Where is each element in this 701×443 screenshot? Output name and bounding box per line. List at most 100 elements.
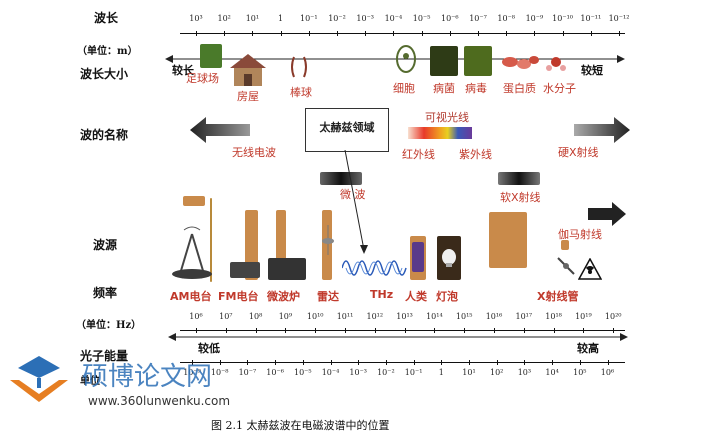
protein-image	[502, 56, 539, 69]
radar-label: 雷达	[317, 290, 339, 303]
frequency-tick-label: 10¹⁶	[485, 312, 503, 321]
gamma-arrow	[588, 202, 626, 226]
watermark-url: www.360lunwenku.com	[88, 394, 231, 408]
watermark-name: 硕博论文网	[82, 362, 213, 392]
energy-tick-mark	[607, 360, 609, 365]
wavelength-tick-mark	[280, 31, 282, 36]
wavelength-tick-label: 10⁻⁵	[412, 14, 431, 23]
hard-xray-arrow	[574, 117, 630, 143]
energy-tick-label: 10⁻⁹	[183, 368, 201, 377]
energy-tick-mark	[302, 360, 304, 365]
size-shorter-label: 较短	[581, 64, 603, 77]
energy-tick-label: 10¹	[462, 368, 476, 377]
energy-higher-label: 较高	[577, 342, 599, 355]
frequency-row-label: 频率	[93, 286, 118, 300]
energy-tick-mark	[496, 360, 498, 365]
energy-tick-mark	[385, 360, 387, 365]
am-source-bar	[183, 196, 205, 206]
frequency-tick-label: 10¹⁰	[306, 312, 324, 321]
energy-tick-mark	[192, 360, 193, 365]
wavelength-tick-label: 1	[278, 14, 284, 23]
wavelength-tick-label: 10⁻⁴	[384, 14, 403, 23]
frequency-tick-mark	[464, 328, 466, 333]
human-image	[412, 242, 424, 272]
energy-tick-mark	[247, 360, 249, 365]
radiation-warning-icon	[578, 258, 602, 280]
xray-bar	[489, 212, 527, 268]
photon-energy-row-label: 光子能量	[80, 349, 129, 363]
microwave-oven-image	[268, 258, 306, 280]
am-radio-tower-image	[172, 226, 212, 279]
thz-label: THz	[370, 288, 394, 301]
wavelength-tick-label: 10⁻⁶	[440, 14, 459, 23]
wavelength-tick-label: 10⁻⁷	[469, 14, 487, 23]
energy-tick-label: 10⁶	[600, 368, 615, 377]
energy-arrow	[168, 333, 628, 341]
water-molecule-label: 水分子	[543, 82, 576, 95]
frequency-tick-label: 10¹⁹	[575, 312, 592, 321]
energy-tick-label: 10⁻⁸	[210, 368, 229, 377]
radar-image	[322, 225, 334, 255]
wavelength-tick-label: 10³	[189, 14, 203, 23]
fm-label: FM电台	[218, 290, 259, 303]
wavelength-tick-label: 10⁻⁸	[497, 14, 515, 23]
energy-tick-label: 10²	[489, 368, 504, 377]
energy-tick-mark	[579, 360, 581, 365]
frequency-tick-mark	[583, 328, 585, 333]
frequency-axis	[180, 330, 625, 331]
frequency-tick-label: 10¹⁷	[515, 312, 533, 321]
frequency-tick-label: 10¹³	[396, 312, 413, 321]
energy-tick-mark	[219, 360, 221, 365]
wave-source-row-label: 波源	[93, 238, 118, 252]
am-label: AM电台	[170, 290, 212, 303]
energy-unit-label: 单位	[80, 376, 100, 387]
cell-label: 细胞	[393, 82, 415, 95]
frequency-tick-label: 10¹⁴	[426, 312, 443, 321]
frequency-tick-label: 10⁹	[278, 312, 293, 321]
wavelength-tickmarks	[0, 31, 701, 37]
frequency-tick-label: 10¹⁸	[545, 312, 562, 321]
baseball-label: 棒球	[290, 86, 312, 99]
frequency-tick-mark	[434, 328, 436, 333]
energy-tick-label: 10⁴	[545, 368, 559, 377]
cell-image	[396, 45, 416, 73]
energy-tick-mark	[330, 360, 332, 365]
energy-tick-label: 10⁻⁶	[266, 368, 284, 377]
frequency-tick-label: 10⁷	[219, 312, 233, 321]
virus-image	[464, 46, 492, 76]
wavelength-tick-label: 10⁻³	[356, 14, 374, 23]
wave-name-row-label: 波的名称	[80, 128, 129, 142]
wavelength-tick-label: 10⁻¹¹	[580, 14, 602, 23]
energy-tick-mark	[413, 360, 415, 365]
visible-spectrum-bar	[408, 127, 472, 139]
energy-tickmarks	[0, 360, 701, 366]
wavelength-tick-mark	[224, 31, 226, 36]
wavelength-tick-mark	[308, 31, 310, 36]
energy-tick-label: 10⁻⁴	[321, 368, 340, 377]
terahertz-box: 太赫兹领域	[305, 108, 389, 152]
wavelength-tick-label: 10⁻¹²	[608, 14, 630, 23]
hard-xray-label: 硬X射线	[558, 146, 599, 159]
energy-tick-label: 10⁵	[573, 368, 587, 377]
water-molecule-image	[546, 57, 566, 71]
wavelength-tick-mark	[365, 31, 367, 36]
frequency-tick-mark	[285, 328, 287, 333]
frequency-tick-mark	[345, 328, 346, 333]
energy-tick-label: 10⁻⁵	[293, 368, 312, 377]
thz-wave-image	[342, 260, 407, 276]
radio-wave-label: 无线电波	[232, 146, 276, 159]
terahertz-box-label: 太赫兹领域	[319, 121, 375, 134]
wavelength-tick-mark	[590, 31, 592, 36]
frequency-tick-mark	[494, 328, 495, 333]
microwave-label: 微 波	[340, 188, 366, 201]
frequency-tick-mark	[613, 328, 615, 333]
size-longer-label: 较长	[172, 64, 194, 77]
frequency-unit-label: （单位：Hz）	[76, 320, 142, 331]
wavelength-tick-mark	[534, 31, 536, 36]
terahertz-pointer	[344, 150, 368, 254]
football-field-label: 足球场	[186, 72, 219, 85]
virus-label: 病毒	[465, 82, 487, 95]
microwave-oven-label: 微波炉	[267, 290, 300, 303]
wavelength-tick-mark	[449, 31, 451, 36]
